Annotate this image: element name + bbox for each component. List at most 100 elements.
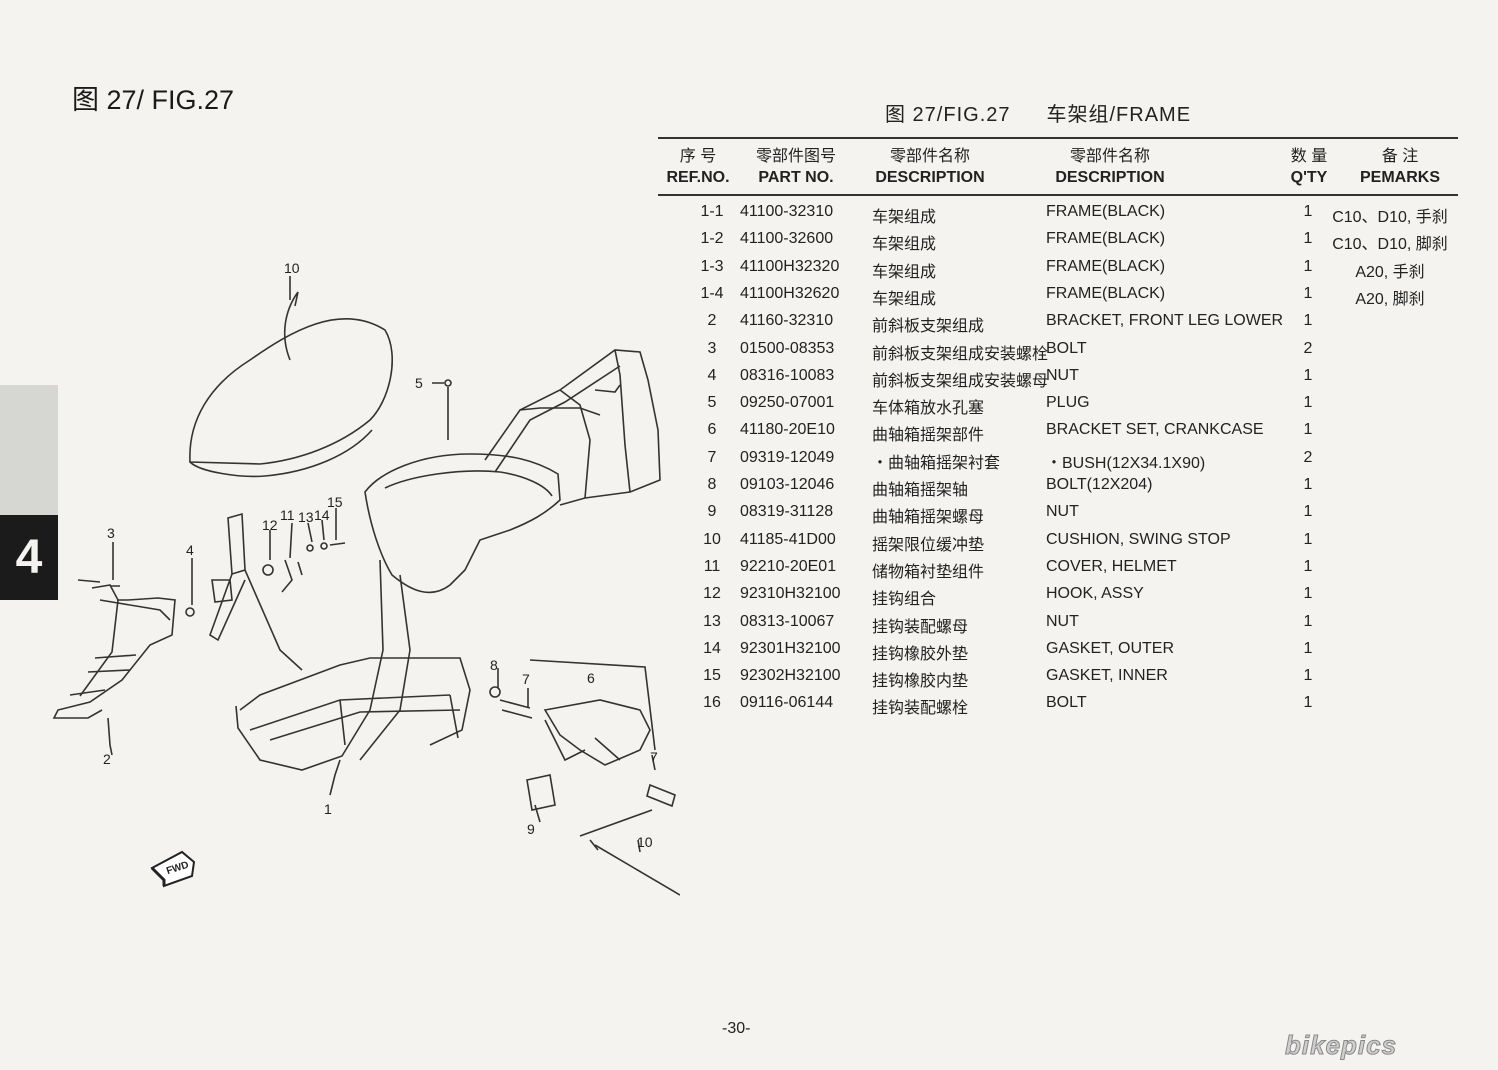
row-desc-en: BOLT(12X204) <box>1046 476 1153 493</box>
row-part-no: 08316-10083 <box>740 366 835 384</box>
row-qty: 1 <box>1303 639 1313 657</box>
row-desc-cn: 挂钩橡胶内垫 <box>872 673 969 691</box>
row-ref: 15 <box>703 667 721 685</box>
col-part-en: PART NO. <box>758 169 834 186</box>
row-desc-en: BOLT <box>1046 339 1087 357</box>
row-part-no: 92302H32100 <box>740 667 841 685</box>
row-qty: 2 <box>1303 339 1313 357</box>
col-qty-en: Q'TY <box>1290 169 1328 186</box>
row-part-no: 41100H32620 <box>740 284 840 302</box>
col-remarks: 备 注 PEMARKS <box>1352 146 1448 188</box>
row-ref: 3 <box>707 339 717 357</box>
row-desc-cn: ・曲轴箱摇架衬套 <box>872 454 1001 472</box>
chapter-tab: 4 <box>0 515 58 600</box>
col-part-cn: 零部件图号 <box>755 148 836 165</box>
row-part-no: 41185-41D00 <box>740 530 836 548</box>
row-qty: 1 <box>1303 530 1313 548</box>
row-ref: 4 <box>707 366 717 384</box>
storage-box-shape <box>364 453 561 594</box>
col-desc-en: 零部件名称 DESCRIPTION <box>1050 146 1170 188</box>
row-ref: 1-2 <box>700 230 724 248</box>
row-desc-en: GASKET, OUTER <box>1046 639 1175 657</box>
row-remarks: C10、D10, 脚刹 <box>1332 236 1448 254</box>
callout-14: 13 <box>298 509 314 525</box>
col-qty: 数 量 Q'TY <box>1284 146 1334 188</box>
row-qty: 1 <box>1303 476 1313 493</box>
callout-11: 10 <box>284 260 300 276</box>
callout-7a: 7 <box>522 671 530 687</box>
row-desc-cn: 车架组成 <box>872 236 937 254</box>
row-part-no: 41180-20E10 <box>740 421 835 439</box>
row-desc-en: GASKET, INNER <box>1046 667 1168 685</box>
row-part-no: 92301H32100 <box>740 639 841 657</box>
row-part-no: 08313-10067 <box>740 612 835 630</box>
row-qty: 1 <box>1303 366 1313 384</box>
row-desc-cn: 挂钩装配螺栓 <box>872 700 969 718</box>
row-remarks: A20, 手刹 <box>1355 263 1425 281</box>
callout-5: 5 <box>415 375 423 391</box>
row-desc-en: FRAME(BLACK) <box>1046 230 1166 248</box>
row-ref: 1-4 <box>700 284 724 302</box>
row-part-no: 92210-20E01 <box>740 557 837 575</box>
callout-6: 6 <box>587 670 595 686</box>
row-desc-cn: 车架组成 <box>872 263 937 281</box>
row-desc-en: FRAME(BLACK) <box>1046 284 1166 302</box>
callout-4: 4 <box>186 542 194 558</box>
row-desc-cn: 前斜板支架组成安装螺栓 <box>872 345 1049 363</box>
row-qty: 1 <box>1303 557 1313 575</box>
row-ref: 5 <box>707 394 717 412</box>
row-qty: 1 <box>1303 312 1313 330</box>
row-desc-en: FRAME(BLACK) <box>1046 203 1166 220</box>
row-part-no: 09250-07001 <box>740 394 835 412</box>
row-qty: 1 <box>1303 257 1313 275</box>
callout-9: 8 <box>490 657 498 673</box>
row-qty: 1 <box>1303 612 1313 630</box>
callout-1: 1 <box>324 801 332 817</box>
side-shade <box>0 385 58 515</box>
section-title: 车架组/FRAME <box>1046 104 1192 126</box>
row-part-no: 09103-12046 <box>740 476 835 493</box>
table-header-rule <box>658 194 1458 196</box>
row-desc-cn: 曲轴箱摇架部件 <box>872 427 985 445</box>
row-desc-en: FRAME(BLACK) <box>1046 257 1166 275</box>
row-desc-cn: 储物箱衬垫组件 <box>872 563 985 581</box>
callout-10: 9 <box>527 821 535 837</box>
row-part-no: 09116-06144 <box>740 694 834 712</box>
row-ref: 14 <box>703 639 721 657</box>
row-qty: 1 <box>1303 284 1313 302</box>
row-desc-cn: 车架组成 <box>872 209 937 226</box>
callout-8: 10 <box>637 834 653 850</box>
row-part-no: 41160-32310 <box>740 312 834 330</box>
callout-7b: 7 <box>650 749 658 765</box>
row-ref: 8 <box>707 476 717 493</box>
col-ref-en: REF.NO. <box>666 169 730 186</box>
col-ref: 序 号 REF.NO. <box>665 146 731 188</box>
col-desc-cn-cn: 零部件名称 <box>889 148 970 165</box>
callout-12: 11 <box>280 507 295 523</box>
row-desc-en: ・BUSH(12X34.1X90) <box>1046 454 1206 472</box>
row-desc-en: NUT <box>1046 612 1079 630</box>
col-desc-cn-en: DESCRIPTION <box>875 169 985 186</box>
row-desc-cn: 曲轴箱摇架轴 <box>872 482 969 499</box>
row-part-no: 92310H32100 <box>740 585 841 603</box>
col-part: 零部件图号 PART NO. <box>742 146 850 188</box>
figure-number: 图 27/FIG.27 <box>885 104 1011 126</box>
row-ref: 11 <box>703 557 721 575</box>
row-ref: 12 <box>703 585 721 603</box>
row-desc-en: CUSHION, SWING STOP <box>1046 530 1231 548</box>
row-qty: 1 <box>1303 421 1313 439</box>
